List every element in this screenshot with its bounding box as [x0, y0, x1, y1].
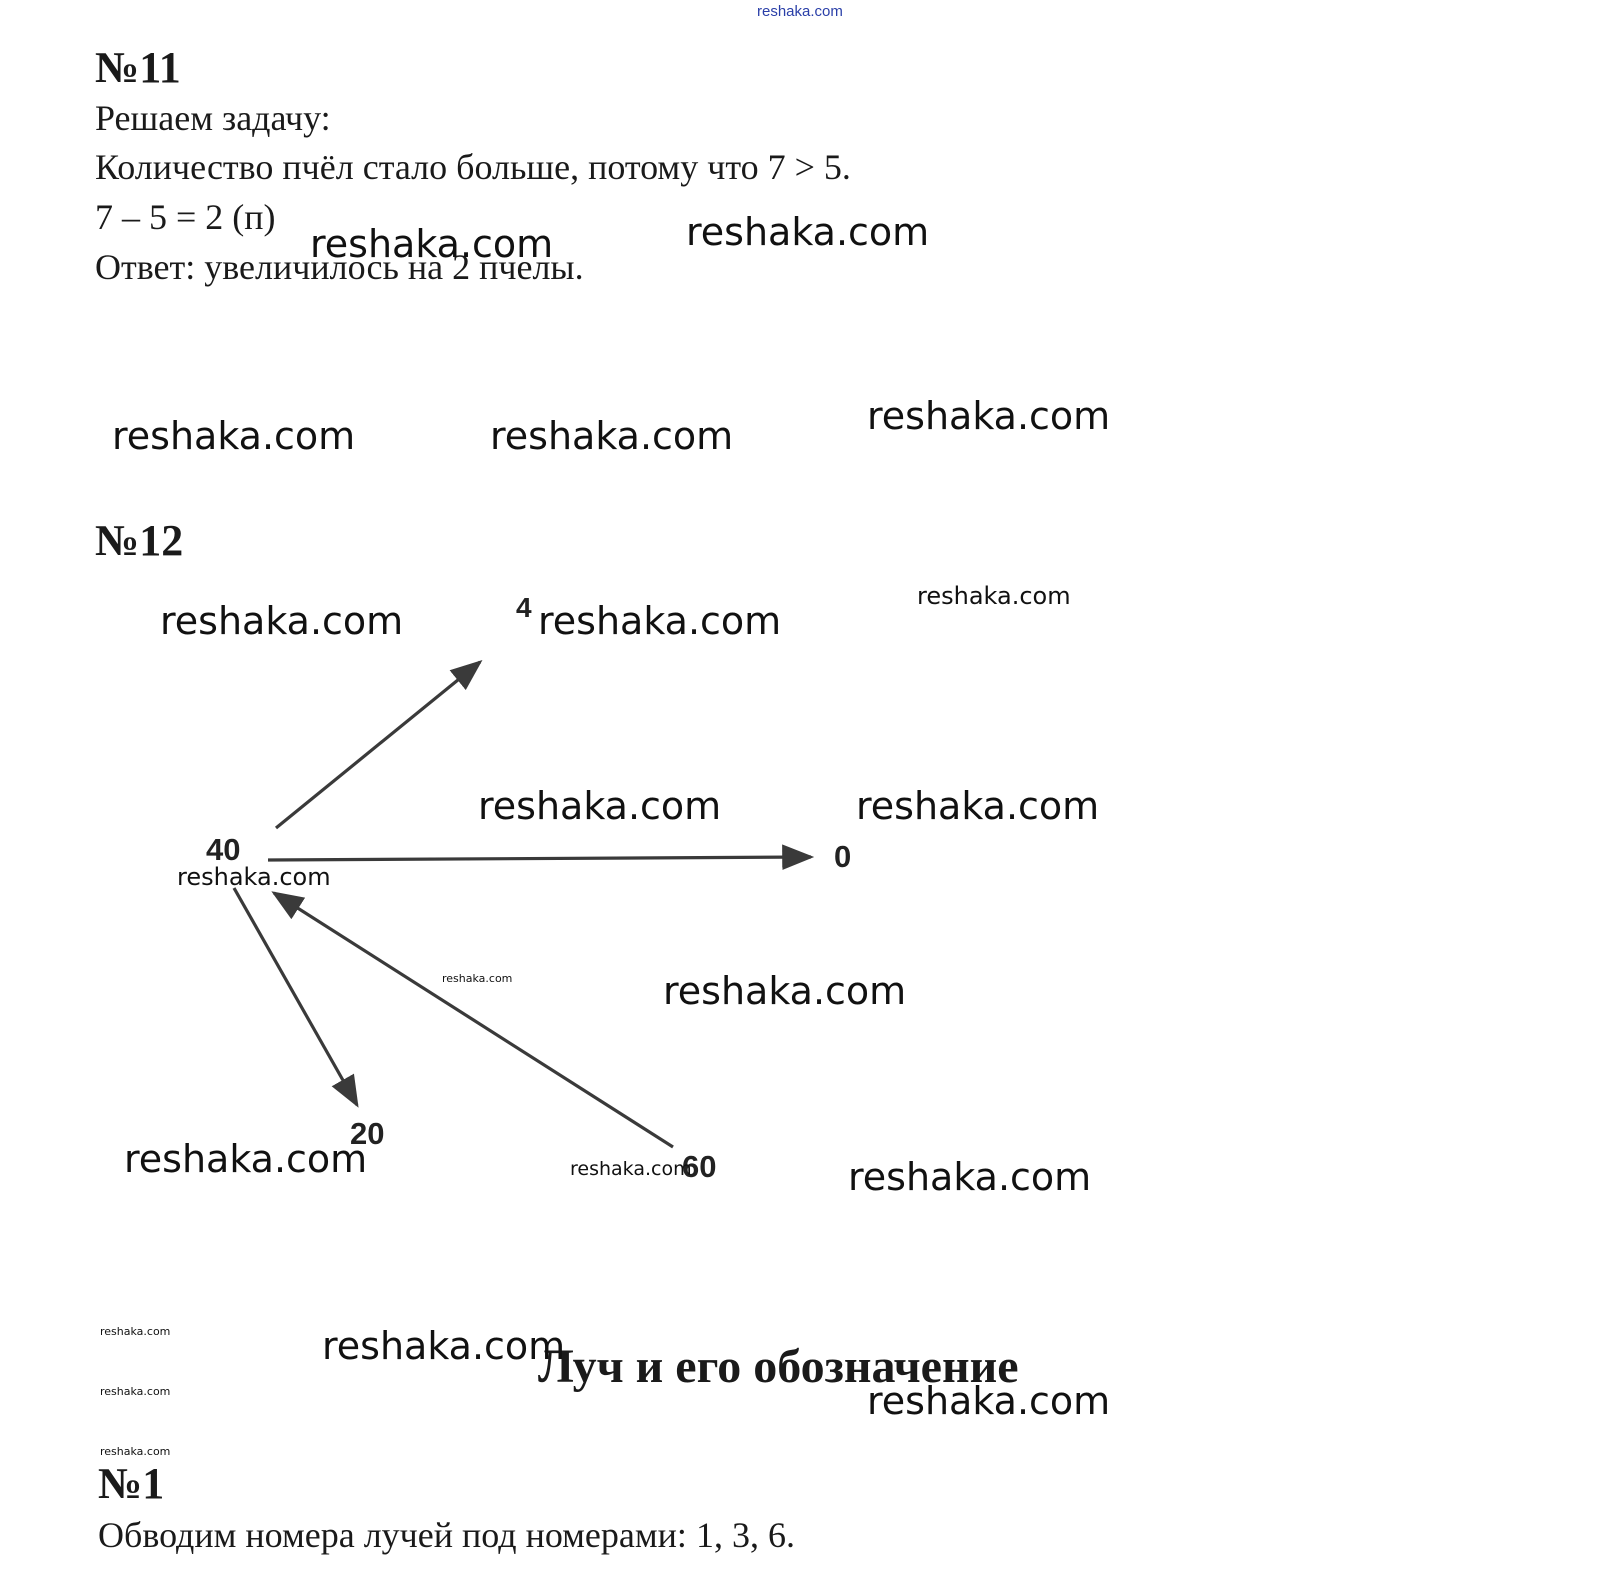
number-40: 40: [206, 832, 241, 867]
task-1-text: Обводим номера лучей под номерами: 1, 3,…: [98, 1515, 795, 1555]
number-0: 0: [834, 839, 852, 874]
watermark: reshaka.com: [570, 1158, 692, 1180]
task-11-heading: №11: [95, 43, 181, 92]
number-60: 60: [682, 1149, 717, 1184]
watermark: reshaka.com: [177, 863, 331, 891]
watermark: reshaka.com: [856, 784, 1100, 828]
watermark: reshaka.com: [442, 972, 513, 985]
watermark: reshaka.com: [160, 599, 404, 643]
watermark: reshaka.com: [322, 1324, 566, 1368]
watermark: reshaka.com: [848, 1155, 1092, 1199]
arrow-40-to-20: [232, 887, 359, 1108]
watermark: reshaka.com: [100, 1385, 171, 1398]
watermark: reshaka.com: [310, 222, 554, 266]
watermark: reshaka.com: [867, 394, 1111, 438]
task-11-line-1: Решаем задачу:: [95, 98, 331, 138]
task-1-heading: №1: [98, 1459, 165, 1508]
watermark: reshaka.com: [490, 414, 734, 458]
arrow-60-to-40: [271, 891, 674, 1149]
watermark: reshaka.com: [124, 1137, 368, 1181]
arrow-40-to-0: [267, 844, 815, 870]
task-11-line-4: Ответ: увеличилось на 2 пчелы.: [95, 247, 584, 287]
task-11-line-2: Количество пчёл стало больше, потому что…: [95, 147, 851, 187]
arrow-40-to-4: [274, 659, 483, 830]
watermark: reshaka.com: [538, 599, 782, 643]
watermark: reshaka.com: [100, 1325, 171, 1338]
watermark: reshaka.com: [112, 414, 356, 458]
watermark: reshaka.com: [917, 582, 1071, 610]
watermark: reshaka.com: [478, 784, 722, 828]
number-4: 4: [516, 592, 532, 623]
task-11-line-3: 7 – 5 = 2 (п): [95, 197, 276, 237]
watermark: reshaka.com: [686, 210, 930, 254]
top-watermark: reshaka.com: [757, 3, 843, 20]
watermark: reshaka.com: [100, 1445, 171, 1458]
section-title: Луч и его обозначение: [538, 1340, 1019, 1393]
watermark: reshaka.com: [867, 1379, 1111, 1423]
number-20: 20: [350, 1116, 385, 1151]
task-12-heading: №12: [95, 516, 184, 565]
watermark: reshaka.com: [663, 969, 907, 1013]
